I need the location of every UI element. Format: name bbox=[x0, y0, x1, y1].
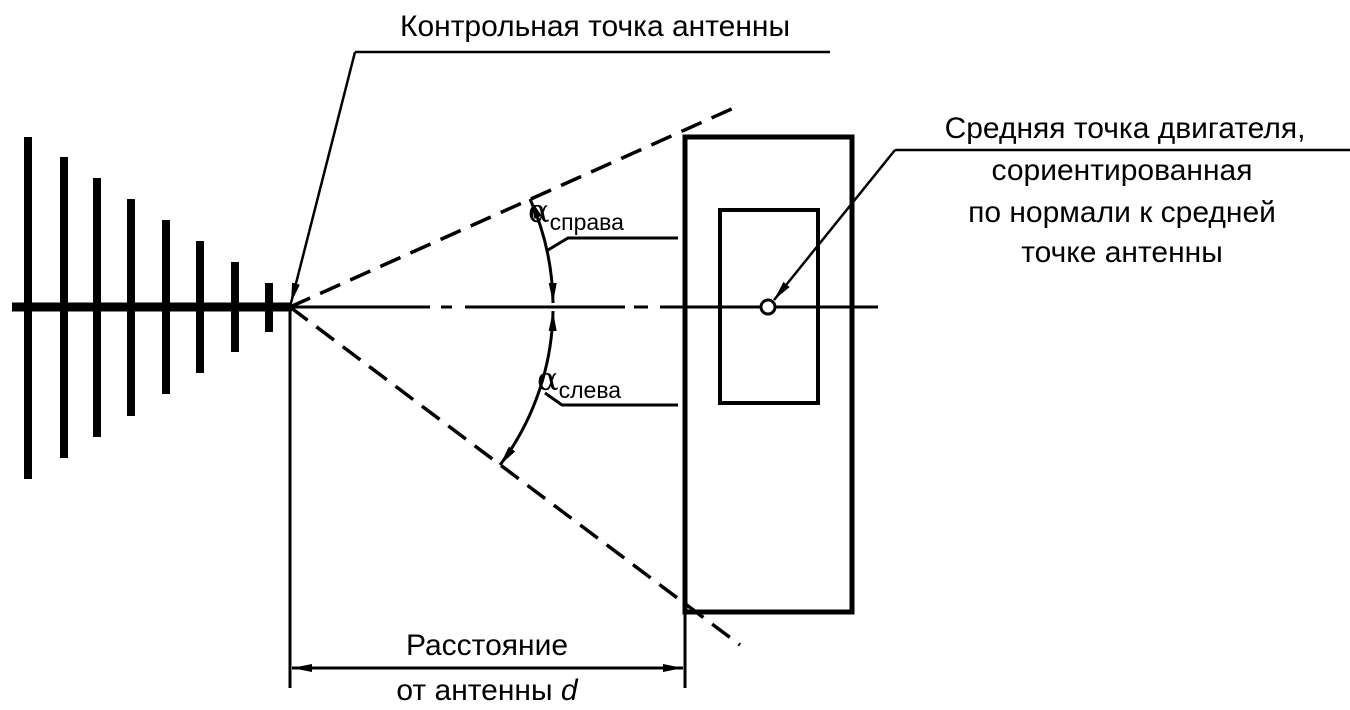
alpha-right-label: αсправа bbox=[528, 192, 624, 235]
engine-midpoint-label-line: Средняя точка двигателя, bbox=[945, 112, 1306, 145]
alpha-right-leader bbox=[544, 391, 678, 407]
engine-midpoint-label-line: сориентированная bbox=[992, 154, 1253, 187]
alpha-left-label: αслева bbox=[537, 360, 621, 403]
beam-boundary-lower bbox=[288, 305, 742, 647]
engine-midpoint-label-line: по нормали к средней bbox=[968, 196, 1276, 229]
distance-label-line2: от антенны d bbox=[396, 674, 578, 707]
vehicle-outline bbox=[682, 134, 855, 615]
beam-boundary-upper bbox=[289, 105, 737, 309]
angle-arc-left bbox=[498, 310, 557, 466]
angle-arc-right bbox=[528, 198, 557, 304]
reference-point-leader bbox=[289, 51, 357, 304]
engine-midpoint-marker bbox=[759, 298, 777, 316]
log-periodic-antenna bbox=[12, 137, 292, 479]
engine-midpoint-leader bbox=[773, 149, 896, 301]
distance-label-line1: Расстояние bbox=[406, 629, 568, 662]
alpha-right-leader bbox=[547, 236, 678, 252]
engine-midpoint-label-line: точке антенны bbox=[1021, 236, 1223, 269]
reference-point-label: Контрольная точка антенны bbox=[400, 10, 790, 43]
engine-outline bbox=[718, 208, 820, 405]
